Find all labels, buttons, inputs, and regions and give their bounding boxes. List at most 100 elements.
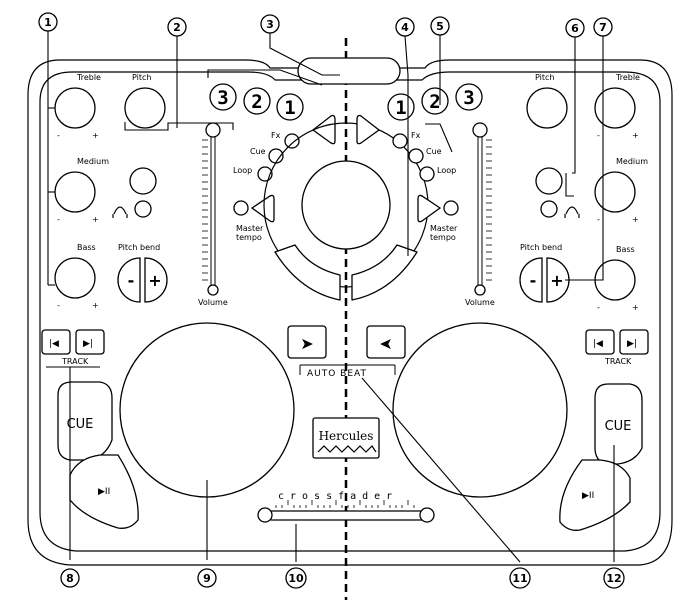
callout-1: 1 <box>38 12 58 32</box>
left-effect-button-1[interactable] <box>276 93 304 121</box>
left-volume-bottom-cap <box>207 284 219 296</box>
left-bass-label: Bass <box>77 243 96 252</box>
left-track-prev-button[interactable] <box>41 329 71 355</box>
right-pitch-knob[interactable] <box>526 87 568 129</box>
callout-3: 3 <box>260 14 280 34</box>
right-effect-button-2[interactable] <box>421 87 449 115</box>
left-fx-label: Fx <box>271 131 281 140</box>
callout-lines <box>47 30 615 563</box>
right-volume-label: Volume <box>465 298 495 307</box>
right-cue-small-button[interactable] <box>408 148 424 164</box>
right-master-tempo-triangle-button[interactable] <box>417 194 442 223</box>
left-bass-plus: + <box>92 301 99 310</box>
right-pitch-bend-plus-sign: + <box>550 271 563 290</box>
callout-2: 2 <box>167 17 187 37</box>
right-treble-knob[interactable] <box>594 87 636 129</box>
left-effect-button-3[interactable] <box>209 83 237 111</box>
right-pitch-label: Pitch <box>535 73 554 82</box>
left-fx-button[interactable] <box>284 133 300 149</box>
top-slot <box>297 57 401 85</box>
callout-6: 6 <box>565 18 585 38</box>
left-effect-number-2: 2 <box>251 91 262 113</box>
right-medium-minus: - <box>597 215 600 224</box>
svg-text:5: 5 <box>436 20 444 33</box>
left-bass-minus: - <box>57 301 60 310</box>
right-headphone-button[interactable] <box>540 200 558 218</box>
right-track-next-button[interactable] <box>619 329 649 355</box>
left-treble-knob[interactable] <box>54 87 96 129</box>
right-track-prev-button[interactable] <box>585 329 615 355</box>
svg-text:3: 3 <box>266 18 274 31</box>
left-medium-knob[interactable] <box>54 171 96 213</box>
left-treble-minus: - <box>57 131 60 140</box>
right-volume-fader-cap[interactable] <box>472 122 488 138</box>
right-play-pause-button[interactable] <box>559 459 631 531</box>
left-track-next-button[interactable] <box>75 329 105 355</box>
center-browse-knob[interactable] <box>301 160 391 250</box>
right-effect-number-3: 3 <box>463 87 474 109</box>
left-jog-wheel[interactable] <box>119 322 295 498</box>
sync-left-button[interactable] <box>287 325 327 359</box>
svg-text:8: 8 <box>66 572 74 585</box>
left-fx-triangle-button[interactable] <box>311 114 336 145</box>
svg-text:9: 9 <box>203 572 211 585</box>
sync-right-button[interactable] <box>366 325 406 359</box>
right-loop-button[interactable] <box>419 166 435 182</box>
right-arc-button[interactable] <box>351 244 418 301</box>
left-arc-button[interactable] <box>274 244 341 301</box>
left-treble-plus: + <box>92 131 99 140</box>
callout-9: 9 <box>197 568 217 588</box>
right-pitch-bend-minus-button[interactable] <box>519 257 543 303</box>
right-master-tempo-button[interactable] <box>443 200 459 216</box>
right-headphone-icon <box>564 206 580 218</box>
svg-text:12: 12 <box>606 572 621 585</box>
left-volume-fader-cap[interactable] <box>205 122 221 138</box>
left-pitch-bend-minus-button[interactable] <box>117 257 141 303</box>
crossfader-right-cap[interactable] <box>419 507 435 523</box>
hercules-logo: Hercules <box>319 429 374 443</box>
left-headphone-button[interactable] <box>134 200 152 218</box>
left-cue-button[interactable] <box>57 381 113 461</box>
right-effect-button-3[interactable] <box>455 83 483 111</box>
right-bass-label: Bass <box>616 245 635 254</box>
left-pitch-bend-plus-button[interactable] <box>144 257 168 303</box>
left-pitch-knob[interactable] <box>124 87 166 129</box>
right-fx-label: Fx <box>411 131 421 140</box>
left-tempo-label: tempo <box>236 233 262 242</box>
left-effect-number-3: 3 <box>217 87 228 109</box>
right-volume-ticks <box>486 139 492 281</box>
crossfader-left-cap[interactable] <box>257 507 273 523</box>
left-effect-button-2[interactable] <box>243 87 271 115</box>
svg-text:1: 1 <box>44 16 52 29</box>
right-headphone-knob[interactable] <box>535 167 563 195</box>
left-bass-knob[interactable] <box>54 257 96 299</box>
hercules-logo-waves <box>317 445 377 453</box>
right-treble-minus: - <box>597 131 600 140</box>
right-pitch-bend-label: Pitch bend <box>520 243 562 252</box>
left-pitch-label: Pitch <box>132 73 151 82</box>
right-master-label: Master <box>430 224 458 233</box>
crossfader-label: crossfader <box>278 491 398 502</box>
svg-text:10: 10 <box>288 572 304 585</box>
right-jog-wheel[interactable] <box>392 322 568 498</box>
left-next-icon: ▶| <box>83 339 93 349</box>
left-play-pause-label: ▶II <box>98 487 110 497</box>
left-master-tempo-button[interactable] <box>233 200 249 216</box>
left-master-tempo-triangle-button[interactable] <box>250 194 275 223</box>
left-pitch-bend-plus-sign: + <box>148 271 161 290</box>
left-play-pause-button[interactable] <box>69 454 139 529</box>
crossfader-ticks <box>275 500 415 508</box>
right-track-label: TRACK <box>604 357 632 366</box>
callout-10: 10 <box>285 567 307 589</box>
left-pitch-bend-label: Pitch bend <box>118 243 160 252</box>
auto-beat-label: AUTO BEAT <box>307 369 367 379</box>
right-medium-knob[interactable] <box>594 171 636 213</box>
sync-left-arrow-icon: ➤ <box>300 334 313 353</box>
right-fx-button[interactable] <box>392 133 408 149</box>
right-next-icon: ▶| <box>627 339 637 349</box>
right-prev-icon: |◀ <box>593 339 603 349</box>
left-headphone-knob[interactable] <box>129 167 157 195</box>
right-pitch-bend-plus-button[interactable] <box>546 257 570 303</box>
right-treble-label: Treble <box>615 73 640 82</box>
right-fx-triangle-button[interactable] <box>356 114 381 145</box>
